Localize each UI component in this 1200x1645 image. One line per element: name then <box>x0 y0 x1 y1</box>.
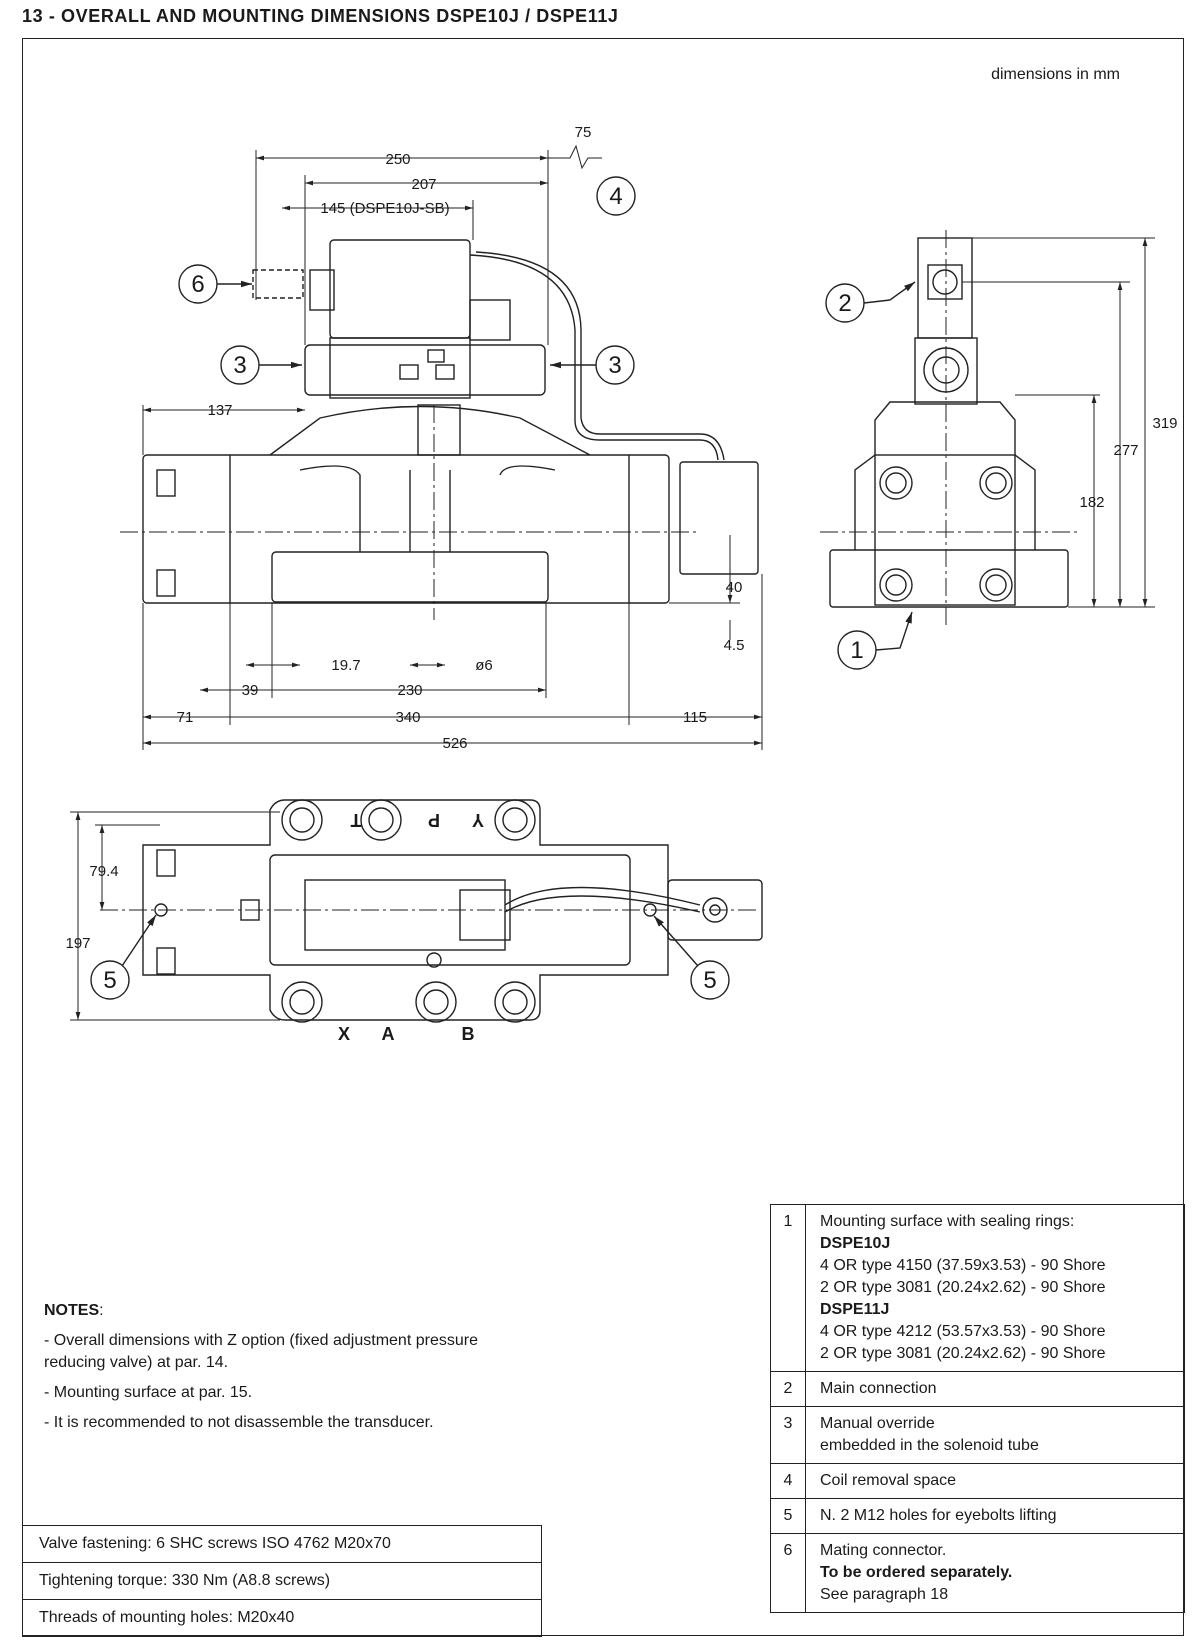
legend-row: 6 Mating connector. To be ordered separa… <box>770 1533 1185 1613</box>
legend-num: 3 <box>770 1406 806 1464</box>
balloon-2: 2 <box>838 290 851 317</box>
units-note: dimensions in mm <box>991 66 1120 83</box>
dim-79-4: 79.4 <box>89 863 118 880</box>
port-y-label: Y <box>472 810 484 830</box>
legend-line: embedded in the solenoid tube <box>820 1437 1039 1454</box>
legend-line: Main connection <box>820 1380 937 1397</box>
front-view <box>120 239 759 620</box>
dim-340: 340 <box>395 709 420 726</box>
legend-row: 2 Main connection <box>770 1371 1185 1407</box>
legend-line: To be ordered separately. <box>820 1564 1013 1581</box>
legend-desc: Coil removal space <box>805 1463 1185 1499</box>
fastening-row: Tightening torque: 330 Nm (A8.8 screws) <box>22 1562 542 1600</box>
legend-line: Coil removal space <box>820 1472 957 1489</box>
fastening-row: Valve fastening: 6 SHC screws ISO 4762 M… <box>22 1525 542 1563</box>
notes: NOTES: - Overall dimensions with Z optio… <box>44 1300 524 1442</box>
dim-207: 207 <box>411 176 436 193</box>
legend-desc: Mating connector. To be ordered separate… <box>805 1533 1185 1613</box>
legend-heading: DSPE11J <box>820 1301 890 1318</box>
side-view <box>820 230 1080 625</box>
note-1: - Overall dimensions with Z option (fixe… <box>44 1332 478 1371</box>
notes-heading: NOTES <box>44 1302 100 1319</box>
legend-desc: N. 2 M12 holes for eyebolts lifting <box>805 1498 1185 1534</box>
legend-desc: Mounting surface with sealing rings: DSP… <box>805 1204 1185 1372</box>
balloon-5-right: 5 <box>703 967 716 994</box>
dim-6: ø6 <box>475 657 493 674</box>
page-title: 13 - OVERALL AND MOUNTING DIMENSIONS DSP… <box>22 6 619 26</box>
notes-heading-colon: : <box>99 1302 104 1319</box>
legend-line: 4 OR type 4212 (53.57x3.53) - 90 Shore <box>820 1323 1106 1340</box>
note-2: - Mounting surface at par. 15. <box>44 1384 253 1401</box>
legend-line: Manual override <box>820 1415 935 1432</box>
dim-197: 197 <box>65 935 90 952</box>
legend-line: N. 2 M12 holes for eyebolts lifting <box>820 1507 1057 1524</box>
legend-num: 1 <box>770 1204 806 1372</box>
dim-182: 182 <box>1079 494 1104 511</box>
dim-115: 115 <box>683 709 707 726</box>
legend-line: 4 OR type 4150 (37.59x3.53) - 90 Shore <box>820 1257 1106 1274</box>
balloon-3-right: 3 <box>608 352 621 379</box>
legend-desc: Manual override embedded in the solenoid… <box>805 1406 1185 1464</box>
dim-277: 277 <box>1113 442 1138 459</box>
drawing-frame <box>22 38 1184 1636</box>
legend-line: 2 OR type 3081 (20.24x2.62) - 90 Shore <box>820 1279 1106 1296</box>
dim-319: 319 <box>1152 415 1177 432</box>
dim-526: 526 <box>442 735 467 752</box>
dim-137: 137 <box>207 402 232 419</box>
port-x-label: X <box>338 1024 350 1044</box>
legend-row: 1 Mounting surface with sealing rings: D… <box>770 1204 1185 1372</box>
legend-row: 5 N. 2 M12 holes for eyebolts lifting <box>770 1498 1185 1534</box>
dim-40: 40 <box>726 579 743 596</box>
legend-line: Mating connector. <box>820 1542 947 1559</box>
balloon-3-left: 3 <box>233 352 246 379</box>
fastening-row: Threads of mounting holes: M20x40 <box>22 1599 542 1637</box>
top-view <box>100 799 763 1023</box>
port-t-label: T <box>351 810 362 830</box>
port-b-label: B <box>462 1024 475 1044</box>
legend-num: 6 <box>770 1533 806 1613</box>
dim-39: 39 <box>242 682 259 699</box>
balloon-4: 4 <box>609 183 622 210</box>
legend-num: 4 <box>770 1463 806 1499</box>
dim-71: 71 <box>177 709 194 726</box>
fastening-table: Valve fastening: 6 SHC screws ISO 4762 M… <box>22 1525 542 1637</box>
legend-line: Mounting surface with sealing rings: <box>820 1213 1075 1230</box>
dim-4-5: 4.5 <box>724 637 745 654</box>
legend-desc: Main connection <box>805 1371 1185 1407</box>
balloon-6: 6 <box>191 271 204 298</box>
legend-line: See paragraph 18 <box>820 1586 949 1603</box>
callout-balloons <box>90 176 916 1000</box>
legend-heading: DSPE10J <box>820 1235 891 1252</box>
dim-145: 145 (DSPE10J-SB) <box>320 200 449 217</box>
dim-250: 250 <box>385 151 410 168</box>
legend-num: 5 <box>770 1498 806 1534</box>
dim-75: 75 <box>575 124 592 141</box>
port-p-label: P <box>428 810 440 830</box>
dim-19-7: 19.7 <box>331 657 360 674</box>
legend-num: 2 <box>770 1371 806 1407</box>
legend-row: 3 Manual override embedded in the soleno… <box>770 1406 1185 1464</box>
legend-row: 4 Coil removal space <box>770 1463 1185 1499</box>
legend-table: 1 Mounting surface with sealing rings: D… <box>770 1204 1185 1613</box>
dim-230: 230 <box>397 682 422 699</box>
port-a-label: A <box>382 1024 395 1044</box>
legend-line: 2 OR type 3081 (20.24x2.62) - 90 Shore <box>820 1345 1106 1362</box>
balloon-1: 1 <box>850 637 863 664</box>
note-3: - It is recommended to not disassemble t… <box>44 1414 434 1431</box>
balloon-5-left: 5 <box>103 967 116 994</box>
